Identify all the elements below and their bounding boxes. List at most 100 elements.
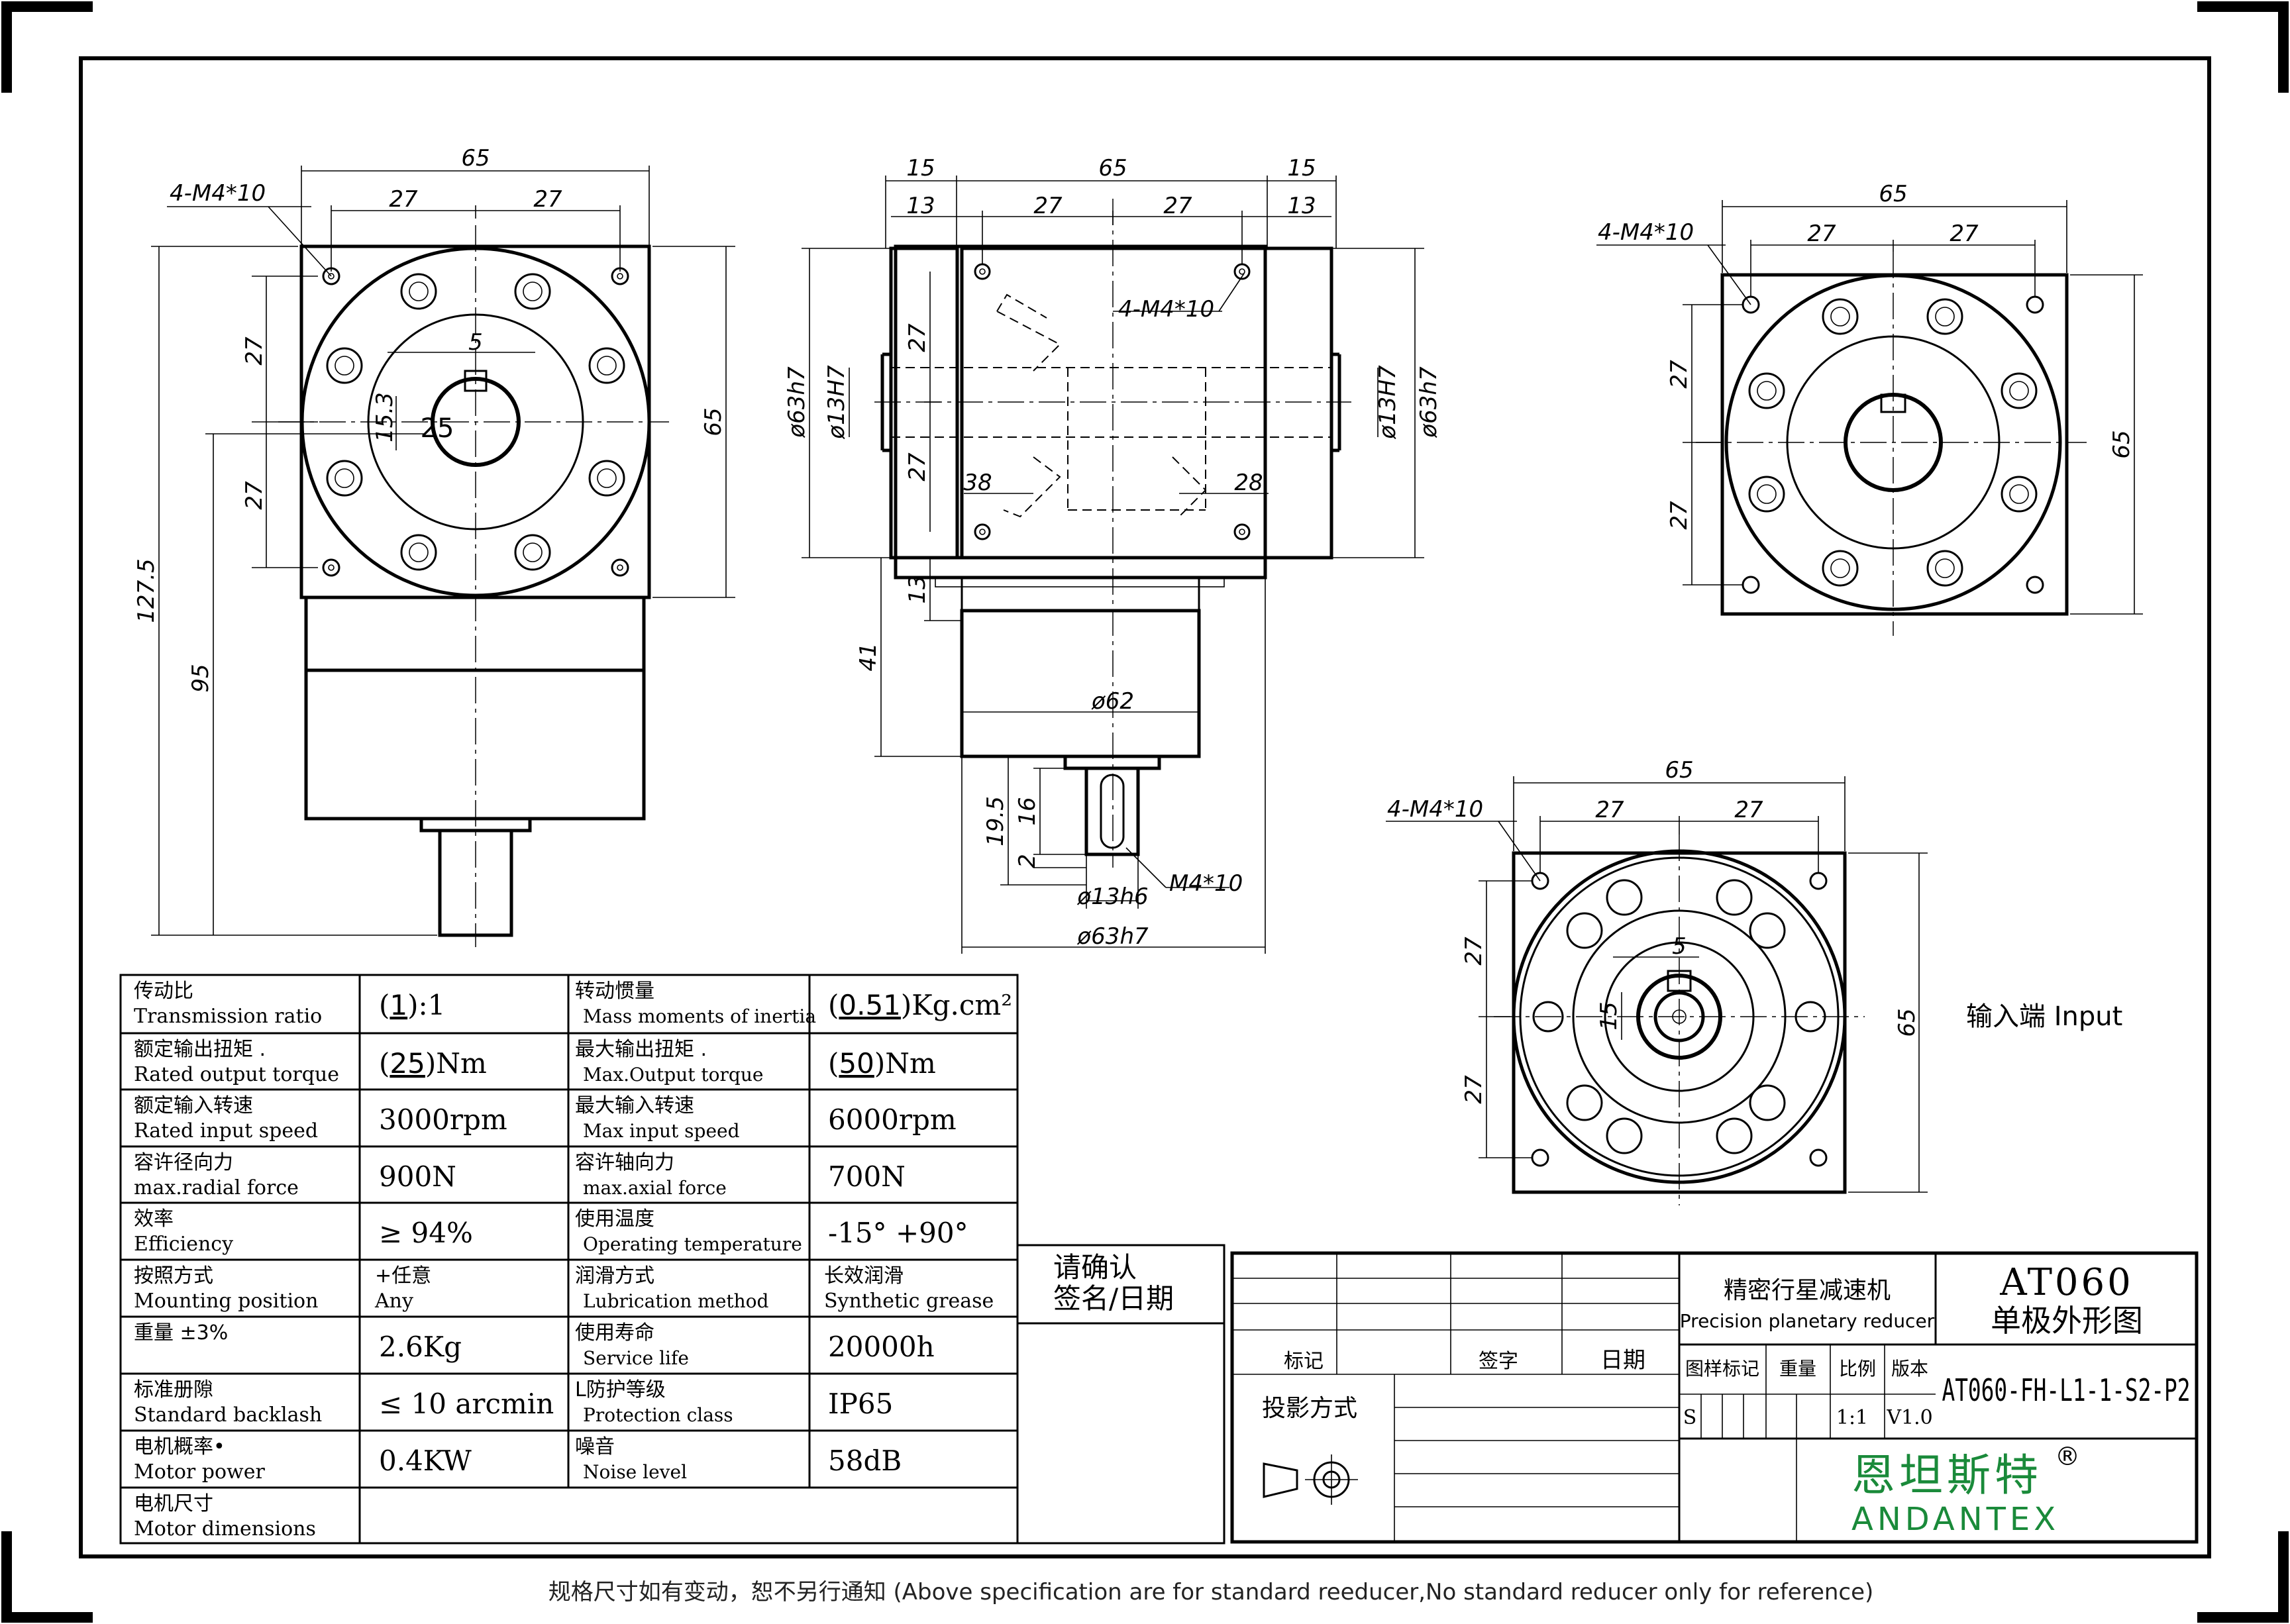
spec-left-l-val-post: )Nm (425, 1047, 487, 1080)
spec-left-en: max.radial force (134, 1176, 299, 1199)
spec-right-r-val: 58dB (828, 1445, 902, 1477)
spec-right-r-val-pre: ( (828, 989, 839, 1021)
spec-right-r-val: IP65 (828, 1388, 893, 1420)
spec-right-cn: 使用温度 (575, 1207, 654, 1231)
in-dim-27b: 27 (1734, 797, 1763, 823)
spec-right-en: Service life (583, 1347, 689, 1369)
in-dim-27a: 27 (1595, 797, 1624, 823)
front-dim-15-right: 15 (1287, 155, 1316, 181)
front-dim-27a: 27 (1033, 193, 1063, 219)
front-dim-13-left: 13 (906, 193, 935, 219)
spec-left-value: 2.6Kg (379, 1331, 462, 1363)
brand-reg-mark: ® (2055, 1442, 2080, 1471)
spec-right-r-val: 20000h (828, 1331, 935, 1363)
tr-dim-27b: 27 (1950, 221, 1979, 247)
front-dim-28: 28 (1234, 470, 1263, 496)
in-dim-65-top: 65 (1665, 757, 1693, 784)
in-dim-15: 15 (1596, 1001, 1622, 1030)
spec-right-value: 58dB (828, 1445, 902, 1477)
spec-right-value: (50)Nm (828, 1047, 936, 1080)
spec-left-en: Motor dimensions (134, 1517, 316, 1541)
spec-right-value: IP65 (828, 1388, 893, 1420)
spec-right-en: max.axial force (583, 1177, 727, 1199)
spec-left-en: Mounting position (134, 1290, 318, 1313)
tb-projection: 投影方式 (1262, 1395, 1357, 1422)
spec-right-cn: 润滑方式 (575, 1264, 654, 1288)
side-dim-15-3: 15.3 (372, 392, 398, 442)
front-dim-62: ø62 (1091, 688, 1134, 715)
spec-right-cn: 转动惯量 (575, 980, 654, 1003)
side-dim-95: 95 (187, 664, 214, 692)
title-block: 标记 签字 日期 投影方式 精密行星减速机 Precision planetar… (1230, 1251, 2199, 1544)
side-dim-27d: 27 (241, 481, 268, 510)
spec-left-cn: 电机尺寸 (134, 1492, 213, 1515)
confirm-line2: 签名/日期 (1053, 1282, 1174, 1315)
spec-left-l-val: 1 (390, 989, 407, 1021)
spec-right-r-val: 700N (828, 1160, 906, 1193)
spec-right-en: Mass moments of inertia (583, 1005, 816, 1027)
tb-col-weight: 重量 (1779, 1358, 1816, 1380)
spec-left-l-val-pre: ( (379, 1047, 390, 1080)
front-dim-thread: 4-M4*10 (1118, 296, 1214, 323)
side-dim-27c: 27 (241, 336, 268, 366)
spec-right-value: -15° +90° (828, 1217, 968, 1249)
tr-dim-27d: 27 (1666, 501, 1692, 530)
front-dim-38: 38 (963, 470, 992, 496)
side-view: 65 27 27 4-M4*10 27 27 5 15.3 25 65 127.… (133, 145, 735, 947)
front-dim-m4: M4*10 (1169, 870, 1243, 897)
spec-right-cn: 噪音 (575, 1435, 615, 1458)
front-dim-63h7-right: ø63h7 (1416, 366, 1442, 438)
tb-product-en: Precision planetary reducer (1680, 1310, 1935, 1332)
in-dim-key: 5 (1672, 933, 1687, 960)
side-dim-27b: 27 (533, 186, 562, 213)
projection-symbol-icon (1263, 1454, 1358, 1505)
spec-left-l-val: 0.4KW (379, 1445, 472, 1477)
front-dim-27c: 27 (904, 323, 931, 352)
spec-right-en: Lubrication method (583, 1290, 769, 1312)
tb-col-mark: 图样标记 (1685, 1358, 1759, 1380)
spec-right-value: (0.51)Kg.cm² (828, 989, 1012, 1021)
spec-right-r-val-post: )Kg.cm² (901, 989, 1012, 1021)
tb-mark: 标记 (1284, 1350, 1324, 1373)
side-dim-27a: 27 (389, 186, 418, 213)
tb-model: AT060 (1999, 1261, 2134, 1304)
spec-left-cn: 按照方式 (134, 1264, 213, 1288)
spec-left-cn: 效率 (134, 1207, 174, 1231)
tr-dim-thread: 4-M4*10 (1598, 219, 1694, 246)
spec-right-r-val: 0.51 (839, 989, 901, 1021)
spec-right-value2: Synthetic grease (824, 1290, 994, 1313)
side-dim-key: 5 (468, 329, 483, 356)
tb-sign: 签字 (1479, 1350, 1518, 1373)
side-dim-bore: 25 (421, 413, 454, 444)
spec-left-l-val: 3000rpm (379, 1103, 507, 1136)
spec-right-en: Max input speed (583, 1120, 740, 1142)
spec-right-cn: 容许轴向力 (575, 1151, 674, 1174)
spec-right-en: Noise level (583, 1461, 687, 1483)
side-dim-65-top: 65 (461, 145, 490, 172)
in-dim-thread: 4-M4*10 (1387, 796, 1483, 823)
spec-right-cn: 使用寿命 (575, 1321, 654, 1345)
spec-left-value: +任意 (375, 1264, 431, 1288)
spec-right-r-val: -15° +90° (828, 1217, 968, 1249)
tb-scale: 1:1 (1836, 1406, 1868, 1429)
spec-right-value: 700N (828, 1160, 906, 1193)
spec-left-en: Rated output torque (134, 1063, 339, 1086)
tb-mark-val: S (1683, 1406, 1697, 1429)
side-dim-thread: 4-M4*10 (170, 180, 266, 207)
tb-view-name: 单极外形图 (1991, 1303, 2143, 1339)
spec-left-value: (25)Nm (379, 1047, 487, 1080)
tb-date: 日期 (1600, 1347, 1645, 1374)
spec-left-cn: 额定输入转速 (134, 1094, 253, 1117)
spec-left-cn: 容许径向力 (134, 1151, 233, 1174)
spec-left-cn: 传动比 (134, 980, 193, 1003)
spec-left-en: Transmission ratio (134, 1005, 322, 1028)
spec-right-value: 20000h (828, 1331, 935, 1363)
spec-right-r-val: 6000rpm (828, 1103, 957, 1136)
tb-part-no: AT060-FH-L1-1-S2-P2 (1942, 1374, 2190, 1409)
front-dim-13H7-left: ø13H7 (823, 365, 850, 440)
spec-left-value: 900N (379, 1160, 456, 1193)
front-dim-19-5: 19.5 (982, 796, 1009, 846)
tb-col-scale: 比例 (1839, 1358, 1876, 1380)
